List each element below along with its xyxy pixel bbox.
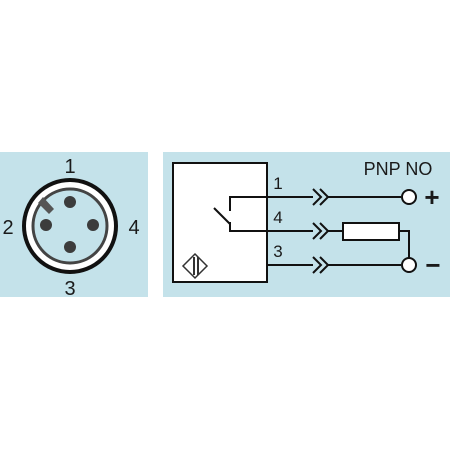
sensor-body bbox=[172, 162, 268, 283]
pin-1-label: 1 bbox=[64, 156, 75, 178]
negative-symbol: − bbox=[425, 250, 440, 280]
schematic-panel: 1 4 3 + − PNP NO bbox=[163, 152, 450, 297]
positive-terminal bbox=[401, 189, 417, 205]
wire-label-4: 4 bbox=[273, 208, 282, 227]
pin-2-label: 2 bbox=[2, 217, 13, 239]
pin-1-contact bbox=[64, 196, 76, 208]
switch-icon bbox=[213, 196, 313, 232]
pin-3-label: 3 bbox=[64, 278, 75, 300]
pin-4-label: 4 bbox=[128, 217, 139, 239]
pin-2-contact bbox=[40, 219, 52, 231]
pin-4-contact bbox=[87, 219, 99, 231]
load-resistor bbox=[342, 222, 400, 241]
load-to-negative-wire bbox=[399, 230, 410, 258]
schematic-title: PNP NO bbox=[364, 159, 433, 179]
negative-terminal bbox=[401, 257, 417, 273]
connector-panel: 1 2 3 4 bbox=[0, 152, 148, 300]
inductive-sensor-icon bbox=[181, 252, 209, 280]
connector-coding-key bbox=[38, 197, 54, 214]
wire-label-3: 3 bbox=[273, 242, 282, 261]
wire-label-1: 1 bbox=[273, 174, 282, 193]
positive-symbol: + bbox=[424, 182, 439, 212]
pin-3-contact bbox=[64, 241, 76, 253]
